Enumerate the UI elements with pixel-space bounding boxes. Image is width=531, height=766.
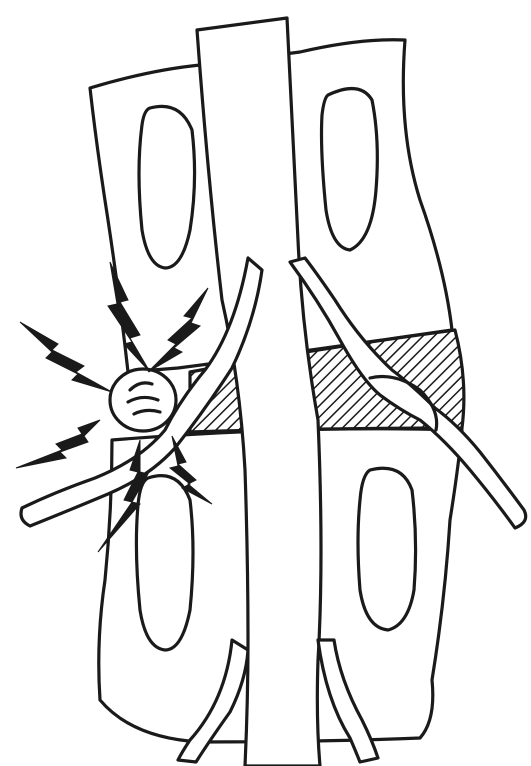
pain-bolt-icon bbox=[16, 420, 100, 468]
ganglion-icon bbox=[110, 369, 176, 431]
pain-bolt-icon bbox=[20, 322, 112, 392]
